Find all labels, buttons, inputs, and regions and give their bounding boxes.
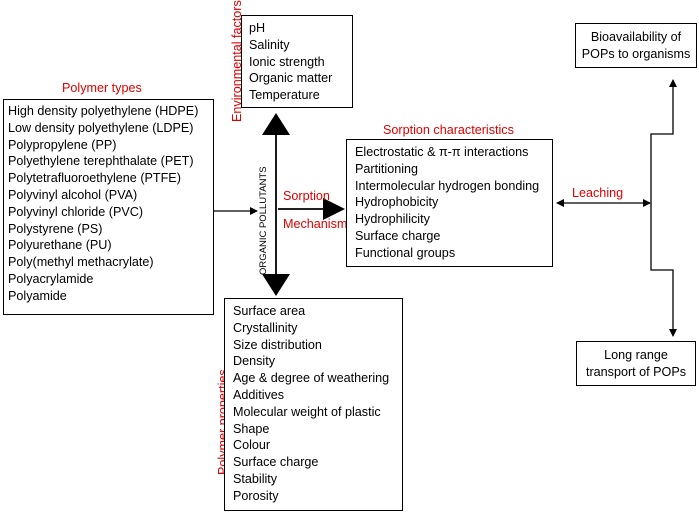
list-item: Size distribution xyxy=(233,337,322,352)
list-item: Hydrophobicity xyxy=(355,195,439,210)
environmental-factors-box: pH Salinity Ionic strength Organic matte… xyxy=(241,15,353,108)
long-range-line2: transport of POPs xyxy=(585,365,687,379)
arrow-down-to-properties xyxy=(262,274,290,296)
list-item: Partitioning xyxy=(355,161,419,176)
list-item: Molecular weight of plastic xyxy=(233,404,381,419)
list-item: Colour xyxy=(233,438,271,453)
list-item: Polypropylene (PP) xyxy=(8,137,117,152)
list-item: Salinity xyxy=(249,37,290,52)
list-item: Shape xyxy=(233,421,270,436)
polymer-properties-box: Surface area Crystallinity Size distribu… xyxy=(224,298,403,511)
list-item: Polyethylene terephthalate (PET) xyxy=(8,154,194,169)
list-item: Functional groups xyxy=(355,245,456,260)
list-item: Polyamide xyxy=(8,288,67,303)
branch-to-bioavailability xyxy=(650,79,677,203)
arrow-up-to-environment xyxy=(262,113,290,135)
list-item: Organic matter xyxy=(249,71,333,86)
list-item: High density polyethylene (HDPE) xyxy=(8,104,199,118)
list-item: Hydrophilicity xyxy=(355,212,430,227)
long-range-line1: Long range xyxy=(604,348,668,362)
list-item: Low density polyethylene (LDPE) xyxy=(8,120,194,135)
sorption-characteristics-list: Electrostatic & π-π interactions Partiti… xyxy=(355,144,552,262)
list-item: Stability xyxy=(233,471,278,486)
list-item: Ionic strength xyxy=(249,54,325,69)
list-item: Polystyrene (PS) xyxy=(8,221,103,236)
list-item: Polyacrylamide xyxy=(8,271,94,286)
bioavailability-box: Bioavailability of POPs to organisms xyxy=(575,23,697,68)
list-item: Surface area xyxy=(233,304,306,318)
mechanism-label: Mechanism xyxy=(283,217,348,231)
bioavailability-line2: POPs to organisms xyxy=(581,47,691,61)
list-item: Porosity xyxy=(233,488,279,503)
polymer-properties-list: Surface area Crystallinity Size distribu… xyxy=(233,303,402,505)
bioavailability-line1: Bioavailability of xyxy=(590,30,682,44)
polymer-types-list: High density polyethylene (HDPE) Low den… xyxy=(8,103,213,305)
sorption-arrowhead xyxy=(323,198,345,220)
sorption-characteristics-title: Sorption characteristics xyxy=(383,123,514,137)
list-item: Polyurethane (PU) xyxy=(8,238,112,253)
list-item: Intermolecular hydrogen bonding xyxy=(355,178,540,193)
list-item: Density xyxy=(233,354,275,369)
list-item: Polyvinyl alcohol (PVA) xyxy=(8,187,138,202)
list-item: Electrostatic & π-π interactions xyxy=(355,145,529,159)
sorption-characteristics-box: Electrostatic & π-π interactions Partiti… xyxy=(346,139,553,267)
list-item: Surface charge xyxy=(355,228,441,243)
polymer-types-title: Polymer types xyxy=(62,81,142,95)
list-item: Polyvinyl chloride (PVC) xyxy=(8,204,144,219)
branch-to-long-range xyxy=(650,203,677,337)
list-item: Crystallinity xyxy=(233,320,298,335)
list-item: pH xyxy=(249,21,266,35)
list-item: Additives xyxy=(233,387,285,402)
environmental-factors-list: pH Salinity Ionic strength Organic matte… xyxy=(249,20,352,104)
list-item: Surface charge xyxy=(233,455,319,470)
list-item: Age & degree of weathering xyxy=(233,371,390,386)
long-range-box: Long range transport of POPs xyxy=(576,341,696,386)
list-item: Polytetrafluoroethylene (PTFE) xyxy=(8,171,181,186)
sorption-label: Sorption xyxy=(283,189,330,203)
polymer-types-box: High density polyethylene (HDPE) Low den… xyxy=(3,99,214,315)
leaching-label: Leaching xyxy=(572,186,624,200)
list-item: Poly(methyl methacrylate) xyxy=(8,255,154,270)
list-item: Temperature xyxy=(249,88,320,103)
organic-pollutants-label: ORGANIC POLLUTANTS xyxy=(258,166,269,275)
